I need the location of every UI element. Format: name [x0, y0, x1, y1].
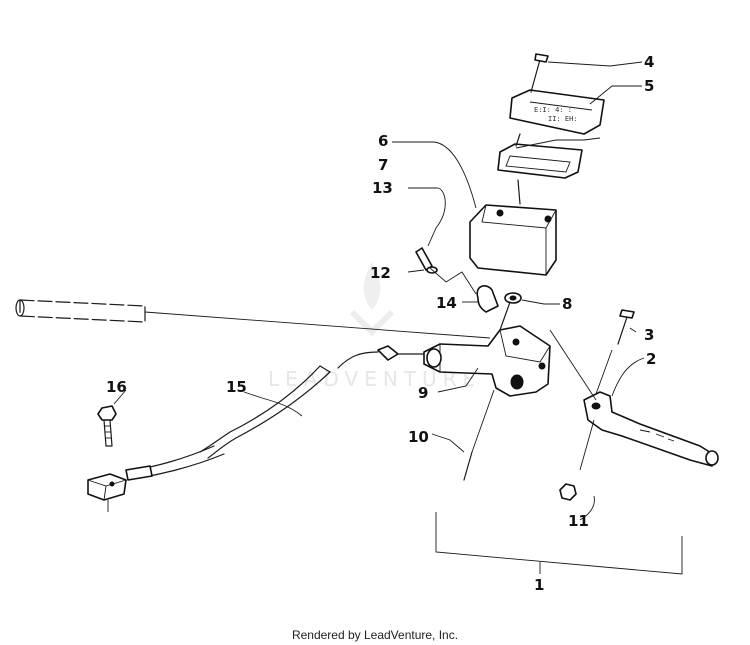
handlebar — [15, 299, 491, 339]
svg-text:II: EH:: II: EH: — [548, 115, 578, 123]
lever-screw — [595, 309, 635, 395]
master-cylinder — [423, 301, 551, 397]
reservoir-body — [469, 179, 557, 276]
callout-10: 10 — [408, 428, 429, 446]
leader-lines — [113, 61, 645, 521]
watermark: LEADVENTURE — [268, 262, 475, 391]
reservoir-cover: E:I: 4: : II: EH: — [509, 89, 605, 135]
callout-14: 14 — [436, 294, 457, 312]
assembly-bracket — [435, 512, 683, 575]
footer-credit: Rendered by LeadVenture, Inc. — [291, 628, 459, 642]
callout-7: 7 — [378, 156, 388, 174]
callout-11: 11 — [568, 512, 589, 530]
callout-3: 3 — [644, 326, 654, 344]
banjo-screw — [415, 247, 477, 295]
callout-13: 13 — [372, 179, 393, 197]
callout-6: 6 — [378, 132, 388, 150]
callout-12: 12 — [370, 264, 391, 282]
callout-9: 9 — [418, 384, 428, 402]
brake-line — [125, 345, 425, 481]
lever-nut — [559, 419, 595, 501]
block-bolt — [97, 405, 117, 447]
svg-text:E:I: 4: :: E:I: 4: : — [534, 106, 572, 114]
callout-15: 15 — [226, 378, 247, 396]
junction-block — [87, 473, 127, 512]
cover-screw — [530, 53, 549, 93]
callout-1: 1 — [534, 576, 544, 594]
clamp — [476, 285, 499, 313]
callout-8: 8 — [562, 295, 572, 313]
diaphragm — [497, 133, 583, 179]
callout-2: 2 — [646, 350, 656, 368]
callout-4: 4 — [644, 53, 654, 71]
callout-16: 16 — [106, 378, 127, 396]
callouts: 1 2 3 4 5 6 7 8 9 10 11 12 13 14 15 16 — [106, 53, 656, 594]
pivot-bolt — [463, 389, 495, 481]
callout-5: 5 — [644, 77, 654, 95]
brake-lever — [549, 329, 719, 467]
washer — [504, 292, 522, 304]
